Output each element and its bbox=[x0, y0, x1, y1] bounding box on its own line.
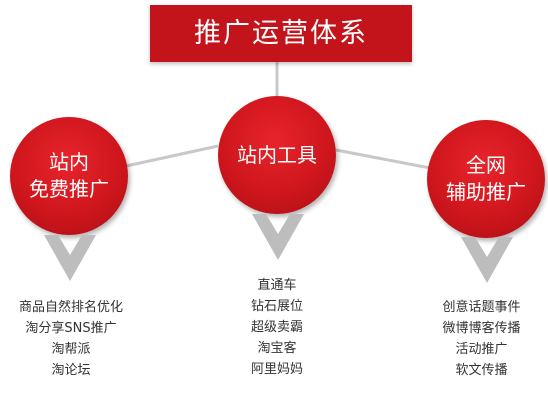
list-item: 淘帮派 bbox=[51, 342, 91, 357]
branch-item-list-network-assist: 创意话题事件 微博博客传播 活动推广 软文传播 bbox=[415, 297, 548, 381]
branch-item-list-free-onsite: 商品自然排名优化 淘分享SNS推广 淘帮派 淘论坛 bbox=[0, 297, 142, 381]
list-item: 超级卖霸 bbox=[250, 320, 303, 335]
connector-hub-to-left bbox=[125, 144, 219, 168]
branch-item-list-onsite-tools: 直通车 钻石展位 超级卖霸 淘宝客 阿里妈妈 bbox=[206, 275, 348, 380]
branch-circle-free-onsite: 站内 免费推广 bbox=[10, 117, 128, 235]
list-item: 钻石展位 bbox=[250, 299, 303, 314]
branch-label-line: 免费推广 bbox=[29, 177, 109, 201]
chevron-down-icon bbox=[44, 235, 96, 281]
chevron-down-icon bbox=[461, 237, 513, 283]
list-item: 软文传播 bbox=[455, 363, 508, 378]
system-title: 推广运营体系 bbox=[150, 5, 412, 62]
branch-label-line: 全网 bbox=[466, 153, 506, 177]
list-item: 阿里妈妈 bbox=[250, 362, 303, 377]
branch-label-line: 站内工具 bbox=[237, 142, 317, 167]
list-item: 活动推广 bbox=[455, 342, 508, 357]
list-item: 直通车 bbox=[257, 278, 297, 293]
list-item: 商品自然排名优化 bbox=[18, 300, 123, 315]
branch-circle-network-assist: 全网 辅助推广 bbox=[427, 120, 545, 238]
list-item: 创意话题事件 bbox=[442, 300, 521, 315]
branch-label-line: 站内 bbox=[49, 150, 89, 174]
list-item: 微博博客传播 bbox=[442, 321, 521, 336]
list-item: 淘宝客 bbox=[257, 341, 297, 356]
branch-circle-onsite-tools: 站内工具 bbox=[218, 96, 336, 214]
branch-label-line: 辅助推广 bbox=[446, 180, 526, 204]
list-item: 淘分享SNS推广 bbox=[25, 321, 117, 336]
chevron-down-icon bbox=[252, 214, 304, 260]
connector-hub-to-right bbox=[335, 148, 431, 170]
list-item: 淘论坛 bbox=[51, 363, 91, 378]
